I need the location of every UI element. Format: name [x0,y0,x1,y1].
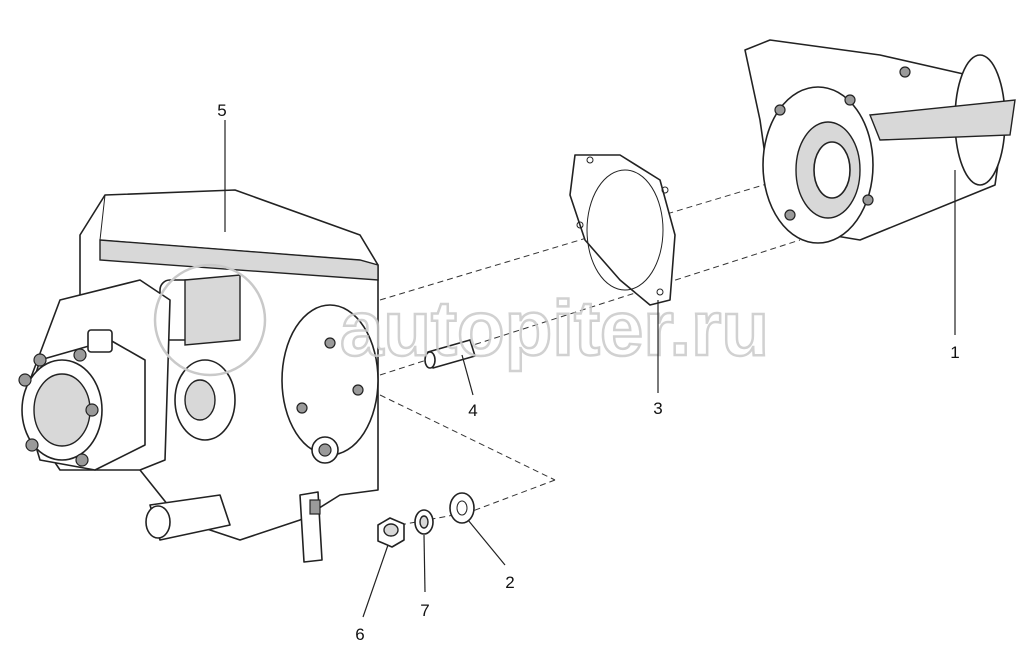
callout-2: 2 [505,573,514,592]
leader-lines [224,120,956,618]
part-5-housing [18,189,379,563]
callout-7: 7 [420,601,429,620]
watermark: autopiter.ru [153,263,770,377]
callout-1: 1 [950,343,959,362]
callout-5: 5 [217,101,226,120]
part-6-nut [377,517,405,548]
part-3-gasket [569,154,676,306]
callout-4: 4 [468,401,477,420]
part-2-washer [449,492,475,524]
callout-6: 6 [355,625,364,644]
callout-3: 3 [653,399,662,418]
watermark-text: autopiter.ru [340,284,769,372]
part-4-stud [424,339,476,369]
bolt-heads [18,348,99,467]
part-7-lock-washer [414,509,434,535]
part-1-adapter-housing [744,39,1016,244]
callouts: 5 1 3 4 2 7 6 [217,101,959,644]
